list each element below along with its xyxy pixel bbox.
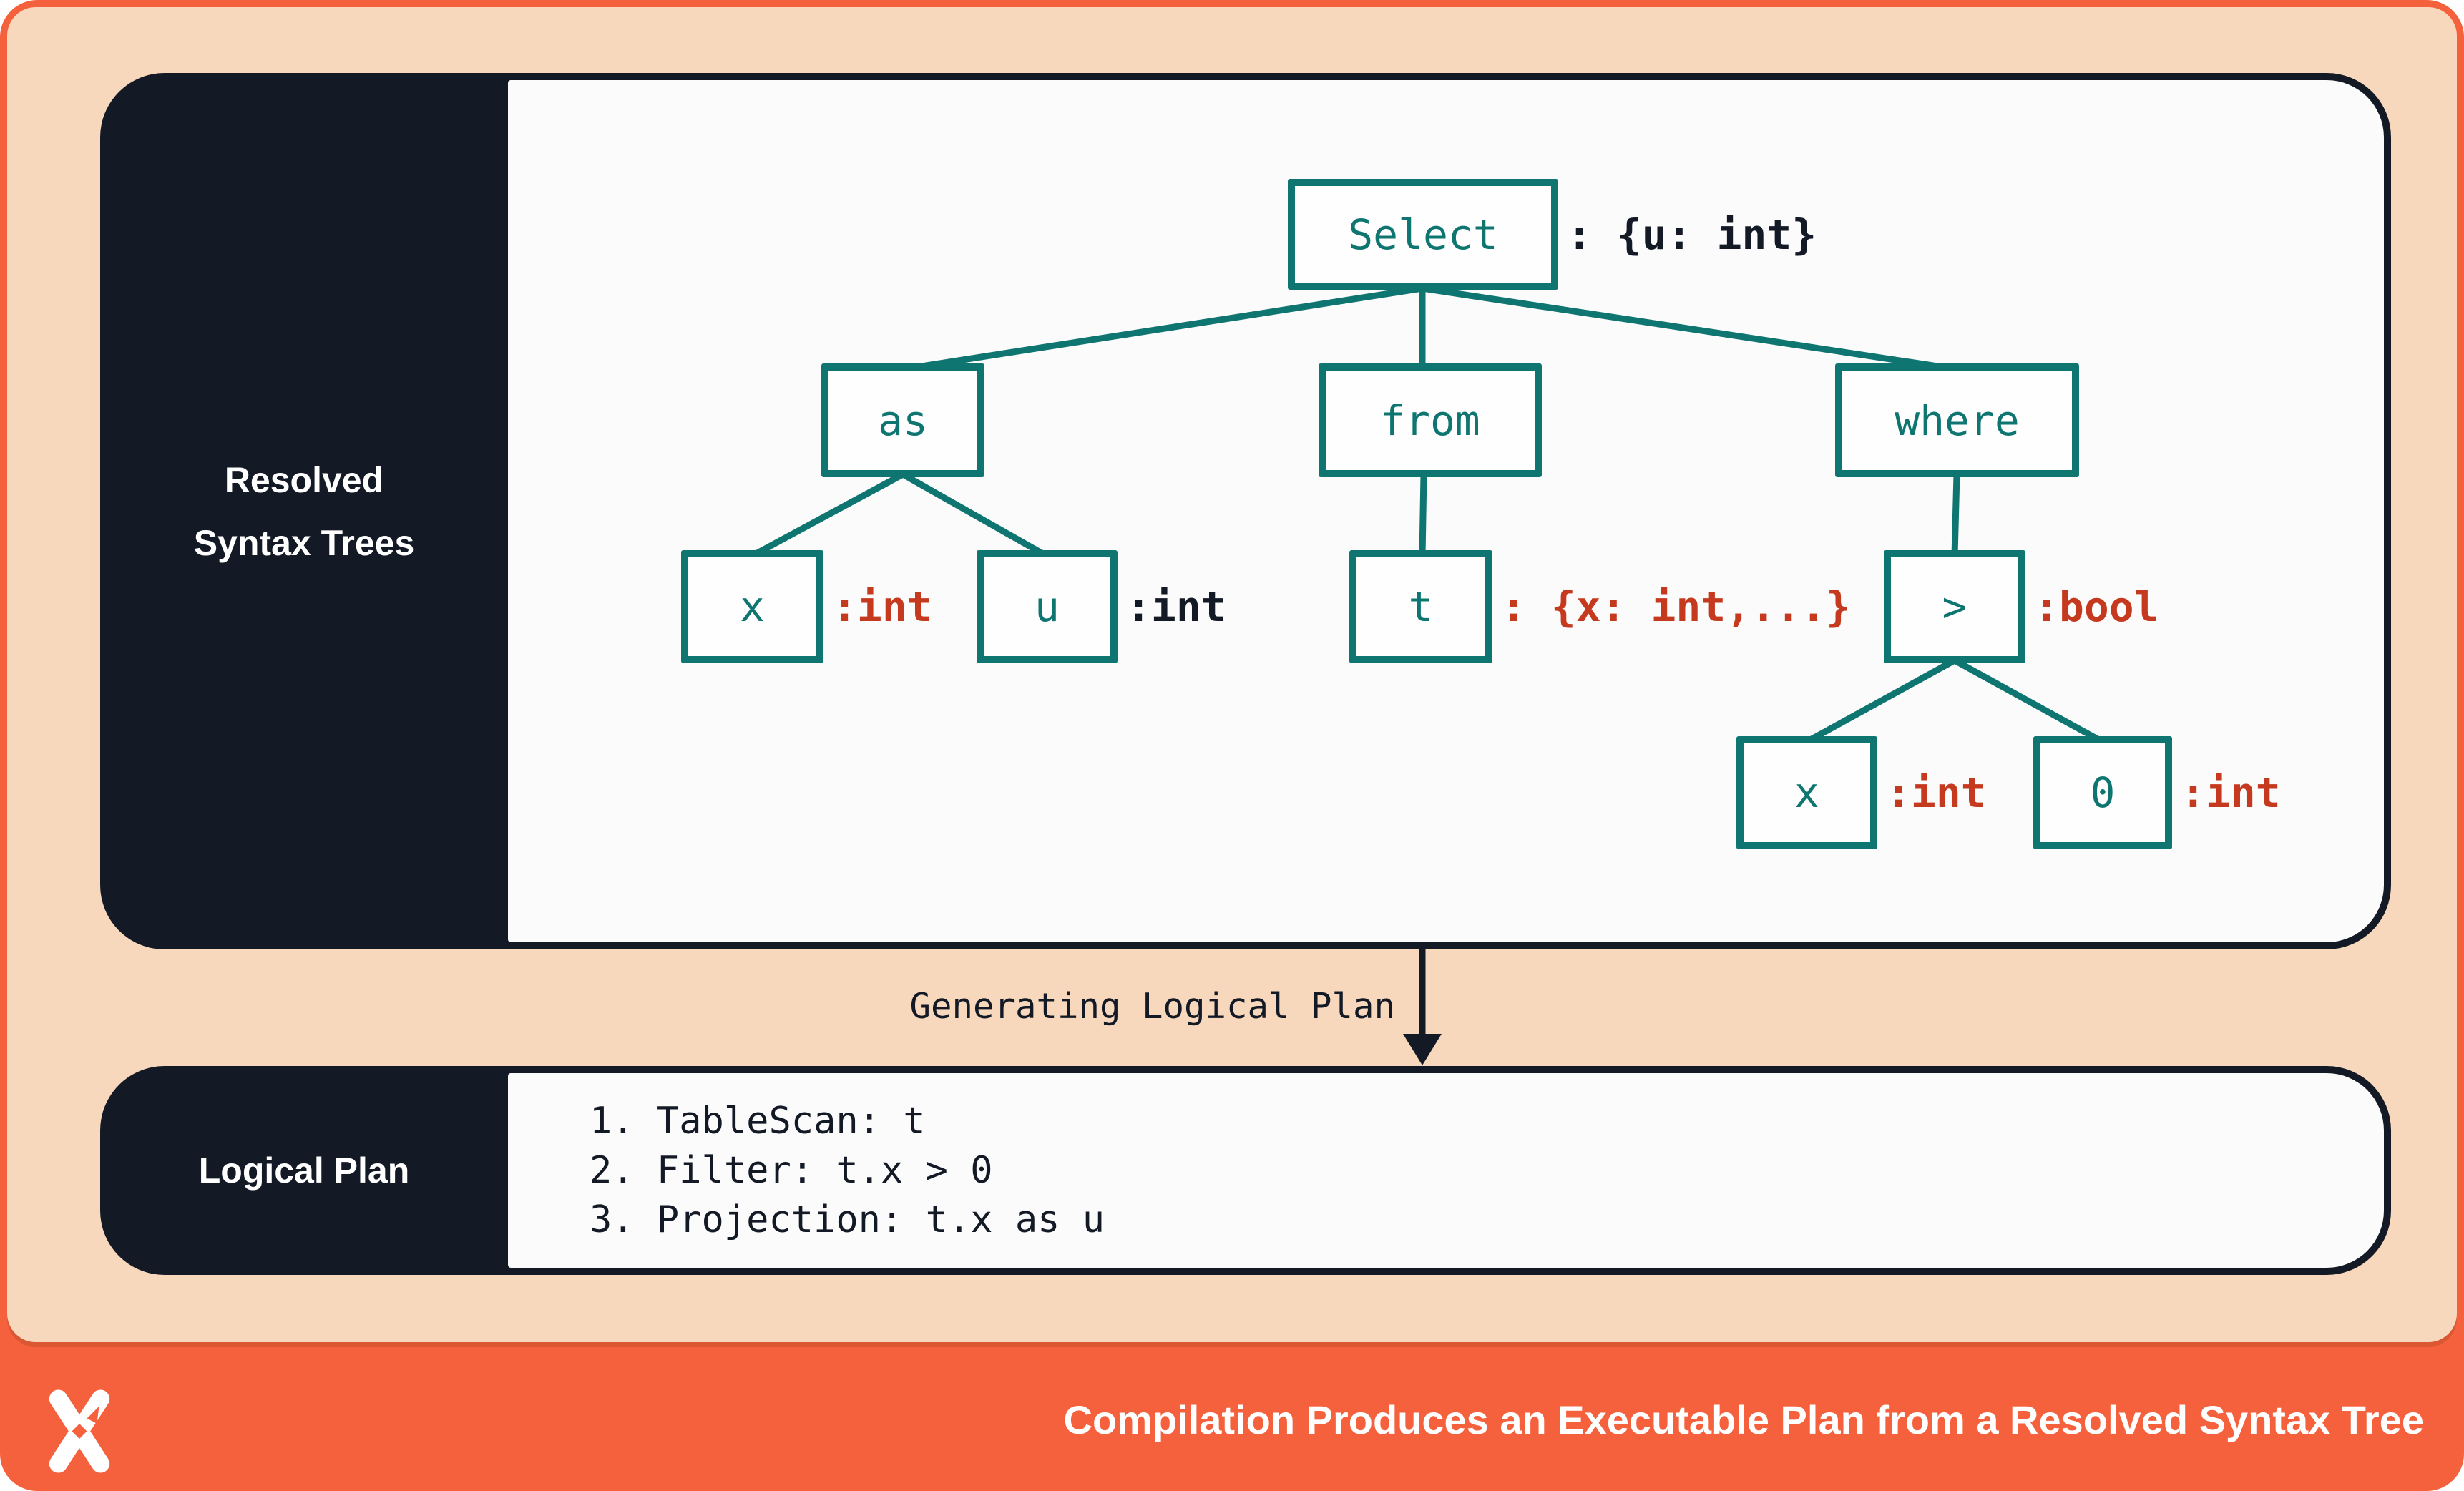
tree-node-gt: > :bool <box>1884 550 2159 663</box>
logical-plan-label: Logical Plan <box>198 1150 410 1191</box>
type-annotation-u: :int <box>1126 582 1226 631</box>
logical-plan-panel: Logical Plan <box>100 1066 2391 1275</box>
tree-node-u: u :int <box>977 550 1226 663</box>
tree-node-t: t : {x: int,...} <box>1349 550 1851 663</box>
tree-node-select: Select : {u: int} <box>1288 179 1817 290</box>
logical-plan-step: 1. TableScan: t <box>590 1100 926 1143</box>
tree-node-zero: 0 :int <box>2033 736 2281 849</box>
type-annotation-zero: :int <box>2181 768 2281 817</box>
tree-node-label: from <box>1380 396 1480 445</box>
type-annotation-select: : {u: int} <box>1567 210 1817 259</box>
arrow-label: Generating Logical Plan <box>909 986 1395 1027</box>
tree-node-label: > <box>1942 582 1967 631</box>
tree-node-label: x <box>740 582 765 631</box>
tree-node-x-where: x :int <box>1736 736 1986 849</box>
tree-node-label: Select <box>1348 210 1498 259</box>
tree-node-as: as <box>821 363 984 477</box>
tree-node-from: from <box>1319 363 1542 477</box>
type-annotation-x: :int <box>832 582 932 631</box>
logical-plan-step: 2. Filter: t.x > 0 <box>590 1149 993 1192</box>
tree-node-x-as: x :int <box>681 550 932 663</box>
tree-node-label: u <box>1035 582 1060 631</box>
tree-node-where: where <box>1835 363 2079 477</box>
logical-plan-step: 3. Projection: t.x as u <box>590 1198 1105 1241</box>
tree-node-label: t <box>1408 582 1434 631</box>
footer-title: Compilation Produces an Executable Plan … <box>1063 1397 2424 1442</box>
type-annotation-gt: :bool <box>2034 582 2159 631</box>
type-annotation-x2: :int <box>1886 768 1986 817</box>
resolved-sidebar: Resolved Syntax Trees <box>100 73 508 949</box>
type-annotation-t: : {x: int,...} <box>1501 582 1851 631</box>
tree-node-label: 0 <box>2090 768 2116 817</box>
logical-plan-sidebar: Logical Plan <box>100 1066 508 1275</box>
tree-node-label: where <box>1895 396 2020 445</box>
logical-plan-steps: 1. TableScan: t 2. Filter: t.x > 0 3. Pr… <box>590 1097 1105 1245</box>
tree-node-label: as <box>878 396 928 445</box>
tree-node-label: x <box>1794 768 1819 817</box>
brand-logo-icon <box>49 1389 110 1473</box>
resolved-panel-label: Resolved Syntax Trees <box>193 459 415 563</box>
logical-plan-body <box>508 1073 2384 1268</box>
